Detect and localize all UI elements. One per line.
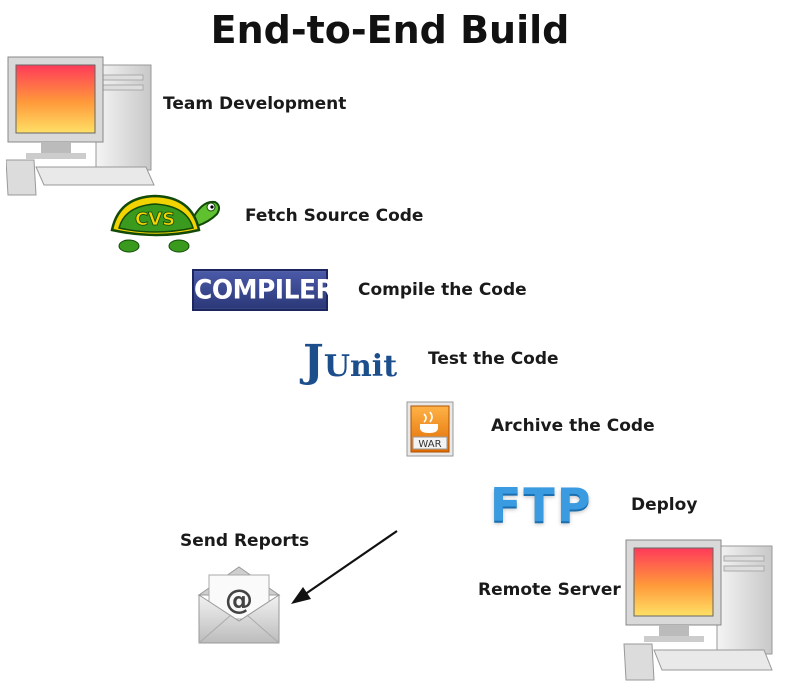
- compiler-logo: COMPILER: [192, 269, 335, 311]
- email-at-symbol: @: [225, 583, 253, 616]
- junit-logo-j: J: [303, 336, 324, 387]
- step-archive: Archive the Code: [491, 416, 655, 436]
- email-envelope-icon: @: [197, 566, 281, 644]
- computer-icon: [6, 56, 155, 196]
- cvs-turtle-icon: CVS: [110, 194, 221, 253]
- step-test: Test the Code: [428, 349, 559, 369]
- arrow-icon: [291, 530, 398, 604]
- step-deploy: Deploy: [631, 495, 698, 515]
- server-computer-icon: [623, 539, 773, 681]
- step-compile: Compile the Code: [358, 280, 527, 300]
- ftp-logo: FTP: [490, 478, 593, 532]
- cvs-logo-text: CVS: [135, 209, 175, 230]
- page-title: End-to-End Build: [210, 8, 570, 52]
- war-file-icon: WAR: [406, 401, 454, 457]
- step-send-reports: Send Reports: [180, 531, 310, 551]
- step-fetch-source: Fetch Source Code: [245, 206, 424, 226]
- step-remote-server: Remote Server: [478, 580, 621, 600]
- junit-logo: JUnit: [303, 336, 397, 387]
- step-team-development: Team Development: [163, 94, 347, 114]
- junit-logo-unit: Unit: [323, 349, 398, 384]
- war-label: WAR: [418, 439, 441, 450]
